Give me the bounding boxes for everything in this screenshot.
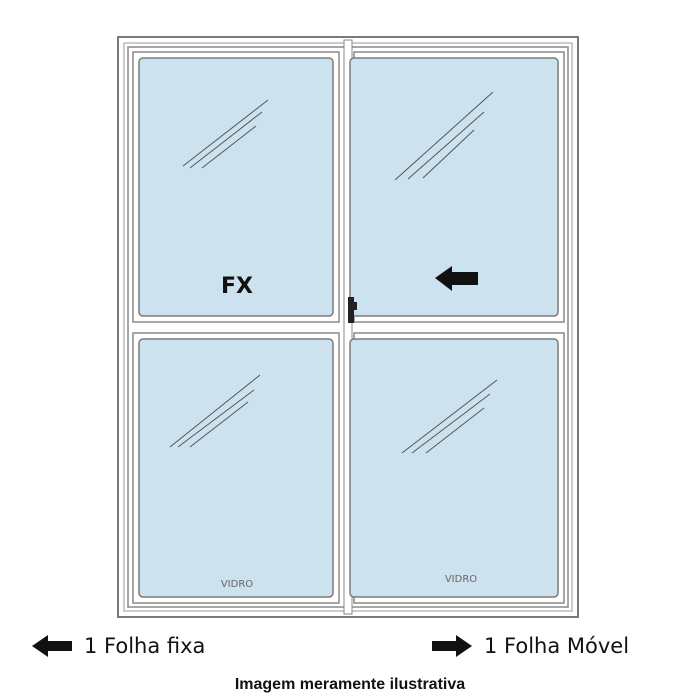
glass-reflection-icon — [394, 91, 494, 181]
arrow-left-icon — [32, 635, 72, 657]
slide-direction-arrow-icon — [435, 266, 478, 291]
glass-pane-bottom-right — [349, 338, 559, 598]
glass-pane-top-right — [349, 57, 559, 317]
fixed-panel-label: FX — [221, 274, 253, 299]
legend-fixed: 1 Folha fixa — [30, 634, 205, 658]
glass-pane-bottom-left — [138, 338, 334, 598]
glass-label-right: VIDRO — [445, 574, 477, 585]
glass-reflection-icon — [401, 379, 498, 454]
glass-reflection-icon — [169, 374, 261, 448]
lock-handle-icon — [348, 297, 357, 323]
legend-mobile: 1 Folha Móvel — [430, 634, 629, 658]
caption: Imagem meramente ilustrativa — [234, 676, 466, 693]
glass-pane-top-left — [138, 57, 334, 317]
legend-fixed-label: 1 Folha fixa — [84, 634, 206, 658]
glass-label-left: VIDRO — [221, 579, 253, 590]
arrow-right-icon — [432, 635, 472, 657]
legend-mobile-label: 1 Folha Móvel — [484, 634, 630, 658]
sliding-sash — [343, 39, 569, 615]
glass-reflection-icon — [182, 99, 269, 169]
window-diagram: FX VIDRO VIDRO — [117, 36, 579, 618]
fixed-sash — [127, 46, 347, 608]
